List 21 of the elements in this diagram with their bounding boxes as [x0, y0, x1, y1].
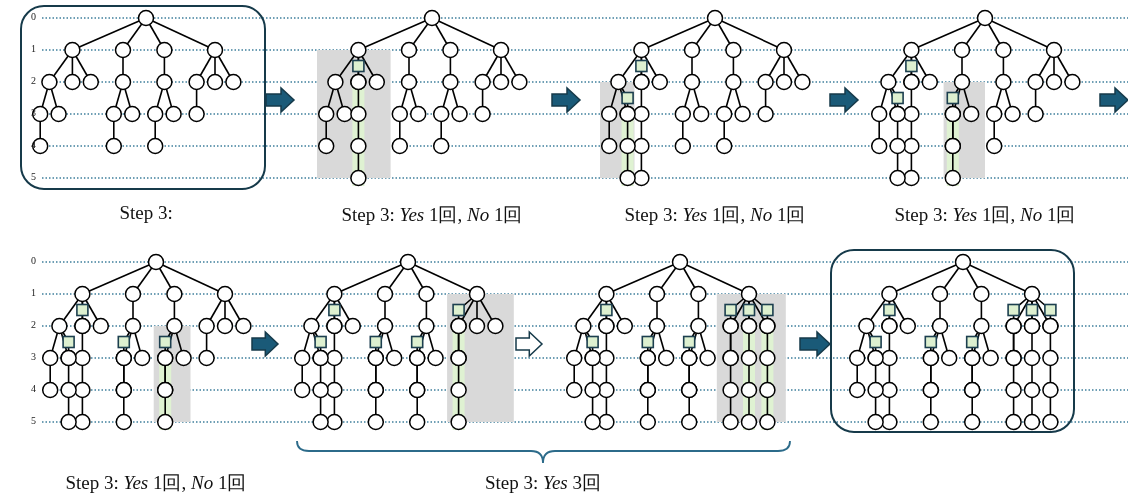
level-number: 3 — [31, 107, 36, 118]
rounded-panel — [830, 249, 1075, 433]
block-arrow — [265, 86, 296, 114]
block-arrow — [1099, 86, 1128, 114]
step-caption: Step 3: — [119, 202, 173, 224]
level-number: 5 — [31, 171, 36, 182]
block-arrow — [799, 330, 832, 358]
level-number: 4 — [31, 139, 36, 150]
block-arrow — [251, 330, 280, 358]
level-number: 0 — [31, 11, 36, 22]
block-arrow — [551, 86, 582, 114]
block-arrow — [515, 330, 544, 358]
rounded-panel — [20, 5, 266, 190]
block-arrow — [829, 86, 860, 114]
step-caption: Step 3: Yes 1回, No 1回 — [65, 471, 247, 495]
step-caption: Step 3: Yes 1回, No 1回 — [894, 203, 1076, 227]
step-caption: Step 3: Yes 1回, No 1回 — [341, 203, 523, 227]
level-number: 1 — [31, 43, 36, 54]
bracket-caption: Step 3: Yes 3回 — [485, 471, 601, 495]
level-number: 2 — [31, 75, 36, 86]
step-caption: Step 3: Yes 1回, No 1回 — [624, 203, 806, 227]
